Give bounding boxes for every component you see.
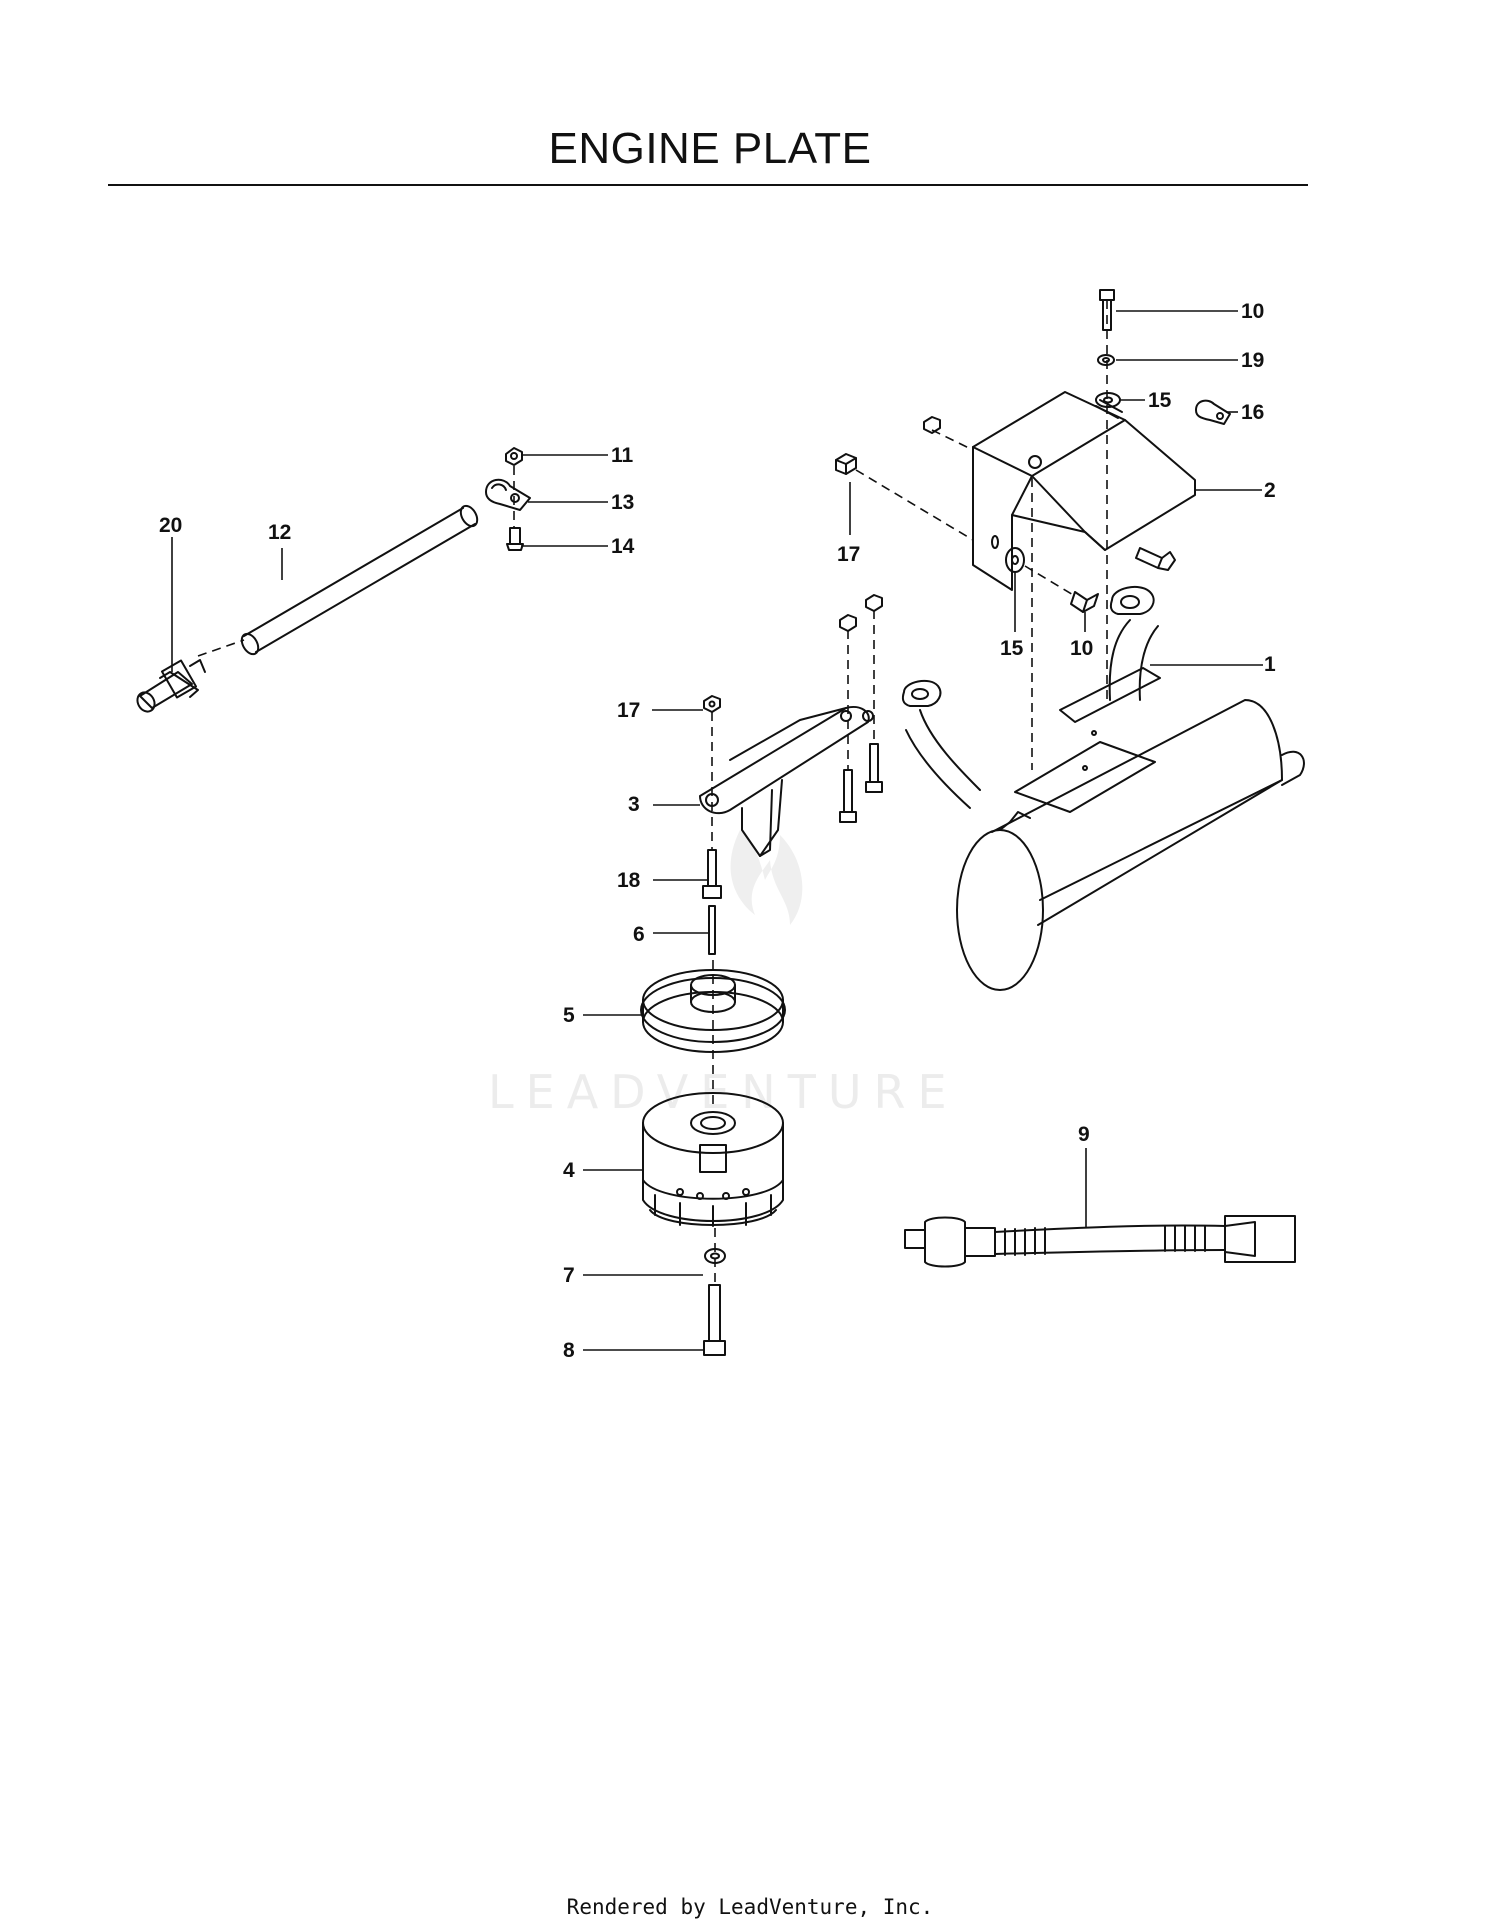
part-2-heat-shield[interactable]: [972, 391, 1196, 591]
bracket-nut-top-left[interactable]: [839, 614, 857, 632]
callout-15-lower: 15: [1000, 637, 1024, 660]
part-16-clip[interactable]: [1195, 399, 1231, 425]
assembly-lines: [197, 300, 1108, 1285]
part-10-bolt-lower[interactable]: [1070, 591, 1099, 613]
part-13-clamp[interactable]: [485, 478, 531, 511]
part-1-muffler[interactable]: [901, 585, 1305, 991]
callout-17-lower: 17: [617, 699, 640, 722]
part-14-screw[interactable]: [506, 527, 524, 551]
callout-11: 11: [611, 444, 634, 467]
part-19-lock-washer[interactable]: [1097, 354, 1115, 366]
callouts: 1 2 3 4 5 6 7 8 9 10 10 11 12 13 14 15 1…: [159, 300, 1276, 1362]
part-20-fitting[interactable]: [134, 659, 206, 715]
shield-nut[interactable]: [923, 416, 941, 434]
callout-12: 12: [268, 521, 291, 544]
part-4-clutch[interactable]: [642, 1092, 784, 1227]
callout-1: 1: [1264, 653, 1276, 676]
page-title: ENGINE PLATE: [548, 124, 872, 173]
callout-14: 14: [611, 535, 635, 558]
part-17-nut-lower[interactable]: [703, 695, 721, 713]
shield-bolt-right[interactable]: [1135, 547, 1176, 571]
part-8-bolt[interactable]: [703, 1284, 726, 1356]
part-15-washer-lower[interactable]: [1005, 547, 1025, 573]
callout-6: 6: [633, 923, 645, 946]
bracket-bolt-right[interactable]: [865, 743, 883, 793]
dash-15-10: [1024, 565, 1076, 597]
bracket-bolt-left[interactable]: [839, 769, 857, 823]
part-18-bolt[interactable]: [702, 849, 722, 899]
part-11-nut[interactable]: [505, 447, 523, 466]
callout-15-upper: 15: [1148, 389, 1172, 412]
callout-20: 20: [159, 514, 182, 537]
callout-10-upper: 10: [1241, 300, 1264, 323]
callout-17-upper: 17: [837, 543, 860, 566]
part-17-nut-upper[interactable]: [835, 453, 857, 475]
dash-nut-shield: [931, 429, 974, 451]
bracket-nut-top-right[interactable]: [865, 594, 883, 612]
leader-lines: [171, 310, 1263, 1351]
callout-19: 19: [1241, 349, 1264, 372]
callout-5: 5: [563, 1004, 575, 1027]
callout-9: 9: [1078, 1123, 1090, 1146]
part-3-bracket[interactable]: [699, 706, 874, 857]
page-footer: Rendered by LeadVenture, Inc.: [566, 1895, 934, 1919]
dash-17-shield: [855, 469, 974, 541]
title-rule: [108, 184, 1308, 186]
part-9-wire-harness[interactable]: [904, 1215, 1296, 1268]
callout-7: 7: [563, 1264, 575, 1287]
dash-20-12: [197, 639, 245, 657]
callout-18: 18: [617, 869, 641, 892]
callout-4: 4: [563, 1159, 575, 1182]
callout-10-lower: 10: [1070, 637, 1093, 660]
callout-16: 16: [1241, 401, 1264, 424]
callout-13: 13: [611, 491, 634, 514]
part-6-key[interactable]: [708, 905, 716, 955]
watermark-text: LEADVENTURE: [488, 1065, 959, 1119]
callout-2: 2: [1264, 479, 1276, 502]
callout-3: 3: [628, 793, 640, 816]
callout-8: 8: [563, 1339, 575, 1362]
watermark: LEADVENTURE: [488, 830, 959, 1119]
part-12-tube[interactable]: [238, 503, 480, 657]
